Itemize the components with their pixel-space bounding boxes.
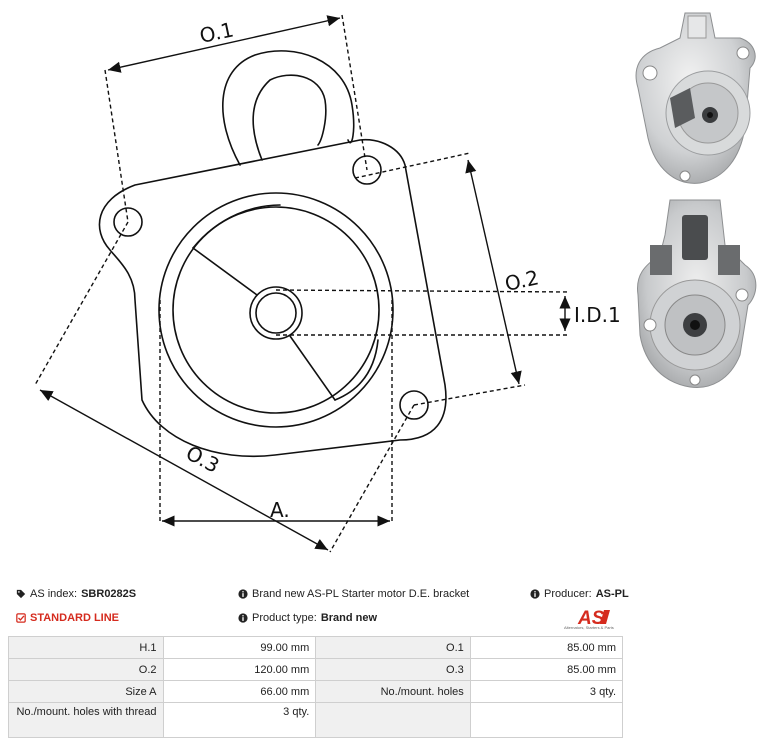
info-icon	[238, 589, 248, 599]
bracket-outline	[98, 139, 447, 458]
bore-outer	[249, 286, 303, 340]
spec-label: Size A	[8, 680, 164, 703]
spec-label: No./mount. holes with thread	[8, 702, 164, 738]
spec-value: 85.00 mm	[469, 636, 624, 659]
logo-subtext: Alternators, Starters & Parts	[564, 625, 614, 630]
producer-label: Producer:	[544, 588, 592, 600]
product-type-label: Product type:	[252, 612, 317, 624]
product-type-value: Brand new	[320, 612, 378, 624]
bracket-front-photo	[635, 12, 756, 184]
spec-value: 66.00 mm	[162, 680, 317, 703]
spec-value: 3 qty.	[162, 702, 317, 738]
mount-hole-bottom	[399, 390, 429, 420]
spec-value	[469, 702, 624, 738]
as-index-value: SBR0282S	[81, 588, 137, 600]
description-row: Brand new AS-PL Starter motor D.E. brack…	[238, 588, 469, 600]
label-id1: I.D.1	[574, 303, 621, 327]
dim-o2-line	[465, 159, 522, 385]
as-pl-logo: AS	[577, 608, 610, 629]
bracket-top-loop	[222, 50, 355, 166]
technical-drawing: O.1 O.2 O.3 A. I.D.1	[34, 14, 621, 553]
spec-value: 99.00 mm	[162, 636, 317, 659]
as-index-label: AS index:	[30, 588, 78, 600]
spec-value: 3 qty.	[469, 680, 624, 703]
spec-label: No./mount. holes	[315, 680, 471, 703]
info-icon	[530, 589, 540, 599]
spec-value: 85.00 mm	[469, 658, 624, 681]
standard-line-label: STANDARD LINE	[30, 612, 120, 624]
outer-flange-circle	[158, 192, 394, 428]
dim-o1-line	[107, 15, 341, 73]
mount-hole-left	[113, 207, 143, 237]
spec-label: O.3	[315, 658, 471, 681]
spec-label: O.2	[8, 658, 164, 681]
spec-label: O.1	[315, 636, 471, 659]
spec-label	[315, 702, 471, 738]
tags-icon	[16, 589, 26, 599]
spec-label: H.1	[8, 636, 164, 659]
spec-value: 120.00 mm	[162, 658, 317, 681]
info-icon	[238, 613, 248, 623]
producer-value: AS-PL	[595, 588, 629, 600]
line-row: STANDARD LINE	[16, 612, 119, 624]
bracket-back-photo	[636, 199, 757, 389]
label-a: A.	[270, 498, 290, 522]
as-index-row: AS index: SBR0282S	[16, 588, 136, 600]
product-type-row: Product type: Brand new	[238, 612, 377, 624]
producer-row: Producer: AS-PL	[530, 588, 629, 600]
check-square-icon	[16, 613, 26, 623]
svg-text:AS: AS	[577, 608, 605, 629]
description-text: Brand new AS-PL Starter motor D.E. brack…	[252, 588, 470, 600]
dim-o3-line	[39, 389, 329, 551]
mount-hole-top	[352, 155, 382, 185]
